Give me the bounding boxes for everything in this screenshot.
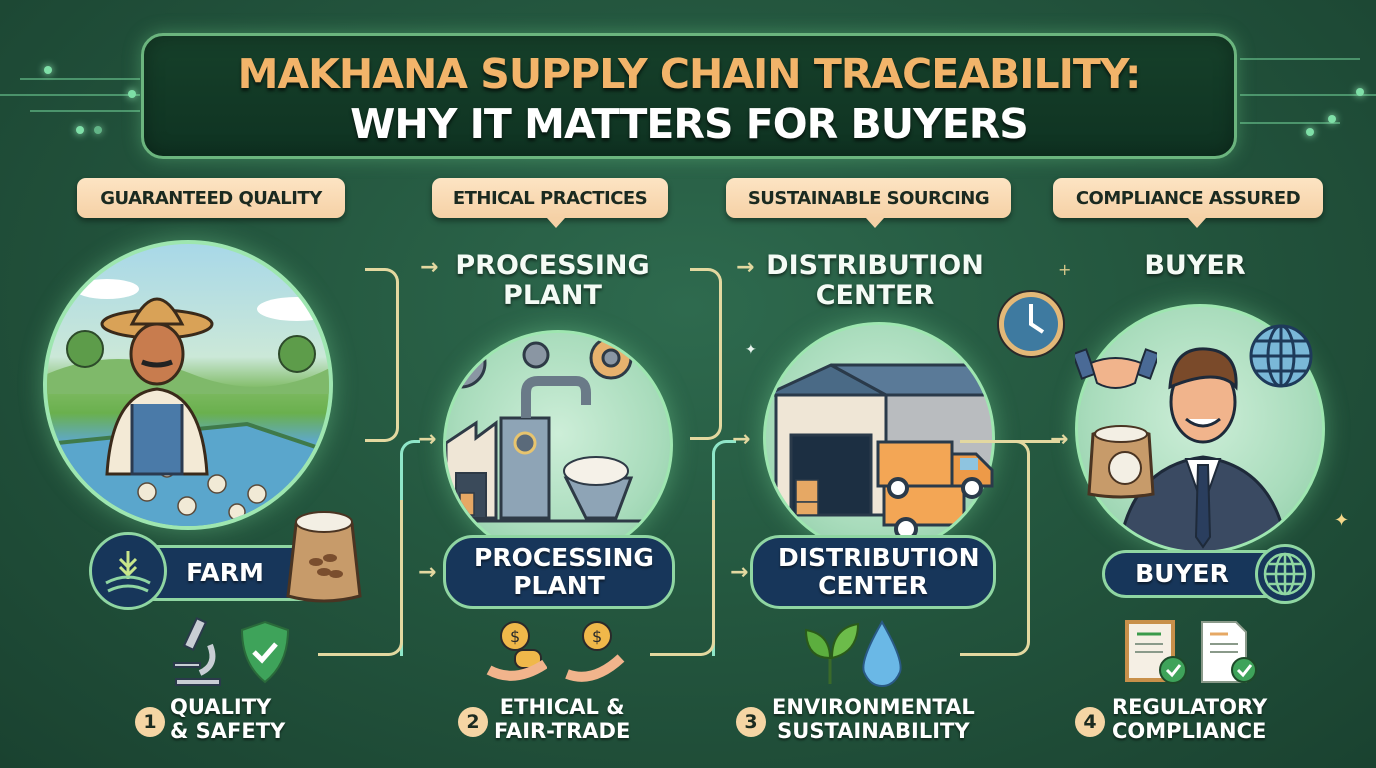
stage-name: BUYER [1135,559,1229,588]
businessman-icon [1117,347,1289,551]
circuit-line [20,78,140,80]
circuit-dot [1306,128,1314,136]
heading-distribution-center: DISTRIBUTION CENTER [766,250,984,311]
arrow-icon: → [730,560,749,585]
tag-label: SUSTAINABLE SOURCING [747,187,990,209]
circuit-line [0,94,140,96]
title-banner: MAKHANA SUPPLY CHAIN TRACEABILITY: WHY I… [141,33,1237,159]
tag-guaranteed-quality: GUARANTEED QUALITY [77,178,345,218]
tag-label: ETHICAL PRACTICES [452,187,648,209]
benefit-line-1: REGULATORY [1112,695,1268,719]
title-line-1: MAKHANA SUPPLY CHAIN TRACEABILITY: [237,50,1142,98]
tag-compliance-assured: COMPLIANCE ASSURED [1053,178,1323,218]
plus-icon: + [1058,260,1072,279]
circuit-line [1240,58,1360,60]
benefit-environmental-sustainability: ENVIRONMENTAL SUSTAINABILITY [772,695,975,743]
title-line-2: WHY IT MATTERS FOR BUYERS [350,100,1029,148]
circuit-dot [128,90,136,98]
benefit-number-2: 2 [458,707,488,737]
connector-line [400,440,420,656]
tag-label: GUARANTEED QUALITY [100,187,322,209]
globe-icon [1248,323,1314,389]
connector-line [650,500,715,656]
benefit-line-2: COMPLIANCE [1112,719,1267,743]
tag-pointer [1188,218,1206,228]
document-check-icon [1200,620,1260,688]
wheat-field-icon [89,532,167,610]
benefit-ethical-fair-trade: ETHICAL & FAIR-TRADE [494,695,630,743]
circuit-line [1240,122,1340,124]
arrow-icon: → [420,255,439,280]
benefit-line-1: ETHICAL & [499,695,625,719]
sparkle-icon: ✦ [745,342,757,358]
heading-processing-plant: PROCESSING PLANT [455,250,650,311]
clock-icon [995,288,1067,360]
connector-line [1000,440,1060,443]
benefit-line-2: FAIR-TRADE [494,719,631,743]
circuit-dot [76,126,84,134]
benefit-regulatory-compliance: REGULATORY COMPLIANCE [1112,695,1267,743]
stage-name: FARM [186,558,264,587]
circuit-dot [94,126,102,134]
tag-ethical-practices: ETHICAL PRACTICES [432,178,668,218]
warehouse-icon [766,363,992,541]
circuit-dot [44,66,52,74]
farmer-icon [47,279,329,526]
arrow-icon: → [736,255,755,280]
svg-text:$: $ [510,627,520,646]
heading-buyer: BUYER [1144,250,1246,281]
circuit-dot [1328,115,1336,123]
connector-line [365,268,399,442]
benefit-quality-safety: QUALITY & SAFETY [170,695,285,743]
coin-hand-icon: $ [563,620,625,686]
connector-line [712,440,736,656]
makhana-sack-icon [284,500,364,606]
makhana-bag-icon [1085,420,1157,500]
farm-illustration [43,240,333,530]
stage-name: DISTRIBUTION CENTER [778,543,980,600]
tag-pointer [547,218,565,228]
stage-name: PROCESSING PLANT [474,543,654,600]
tag-pointer [866,218,884,228]
stage-label-processing-plant: PROCESSING PLANT [443,535,675,609]
tag-sustainable-sourcing: SUSTAINABLE SOURCING [726,178,1011,218]
svg-text:$: $ [592,627,602,646]
benefit-number-3: 3 [736,707,766,737]
shield-check-icon [240,620,290,684]
handshake-icon [1071,345,1161,395]
benefit-number-4: 4 [1075,707,1105,737]
benefit-line-2: & SAFETY [170,719,286,743]
leaf-icon [802,622,862,688]
connector-line [318,500,403,656]
tag-label: COMPLIANCE ASSURED [1075,187,1301,209]
arrow-icon: → [418,427,437,452]
benefit-number-1: 1 [135,707,165,737]
arrow-icon: → [1050,427,1069,452]
factory-icon [446,336,670,523]
circuit-line [1240,94,1376,96]
benefit-line-1: ENVIRONMENTAL [772,695,975,719]
arrow-icon: → [418,560,437,585]
microscope-icon [170,615,226,689]
benefit-line-2: SUSTAINABILITY [777,719,970,743]
certificate-check-icon [1125,620,1189,686]
sparkle-icon: ✦ [1334,510,1350,531]
distribution-center-illustration [763,322,995,554]
water-drop-icon [860,620,904,688]
stage-label-distribution-center: DISTRIBUTION CENTER [750,535,996,609]
arrow-icon: → [732,427,751,452]
delivery-truck-icon [876,440,1006,500]
circuit-line [30,110,140,112]
connector-line [960,440,1030,656]
connector-line [690,268,722,440]
coins-in-hand-icon: $ [485,620,548,686]
circuit-dot [1356,88,1364,96]
benefit-line-1: QUALITY [170,695,272,719]
processing-plant-illustration [443,330,673,560]
globe-badge-icon [1255,544,1315,604]
